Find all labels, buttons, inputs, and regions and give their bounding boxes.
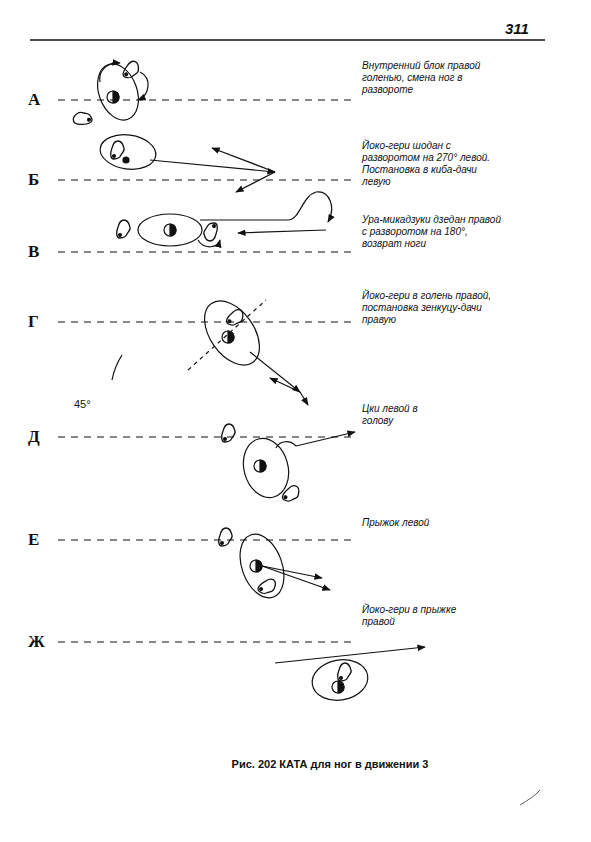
step-letter: Б (28, 170, 39, 190)
angle-label: 45° (74, 398, 91, 411)
pen-mark (520, 790, 540, 805)
figure-a (71, 58, 148, 128)
step-description: Ура-микадзуки дзедан правой с разворотом… (362, 214, 502, 250)
figure-zh (275, 647, 425, 705)
figure-d (222, 424, 355, 505)
step-description: Цки левой в голову (362, 403, 440, 427)
figure-caption: Рис. 202 КАТА для ног в движении 3 (232, 758, 429, 771)
step-letter: Ж (28, 632, 45, 652)
step-description: Внутренний блок правой голенью, смена но… (362, 60, 497, 96)
figure-e (219, 528, 330, 604)
step-letter: Е (28, 530, 39, 550)
step-description: Йоко-гери в прыжке правой (362, 604, 472, 628)
step-letter: А (28, 90, 40, 110)
step-description: Йоко-гери шодан с разворотом на 270° лев… (362, 140, 502, 188)
step-description: Йоко-гери в голень правой, постановка зе… (362, 290, 502, 326)
step-letter: Г (28, 312, 39, 332)
step-letter: Д (28, 427, 40, 447)
figure-v (117, 192, 332, 247)
figure-g (112, 291, 308, 405)
step-letter: В (28, 242, 39, 262)
figure-b (98, 131, 275, 192)
page-number: 311 (505, 20, 529, 38)
header-rule (30, 39, 545, 40)
step-description: Прыжок левой (362, 517, 502, 529)
baselines (58, 100, 352, 642)
